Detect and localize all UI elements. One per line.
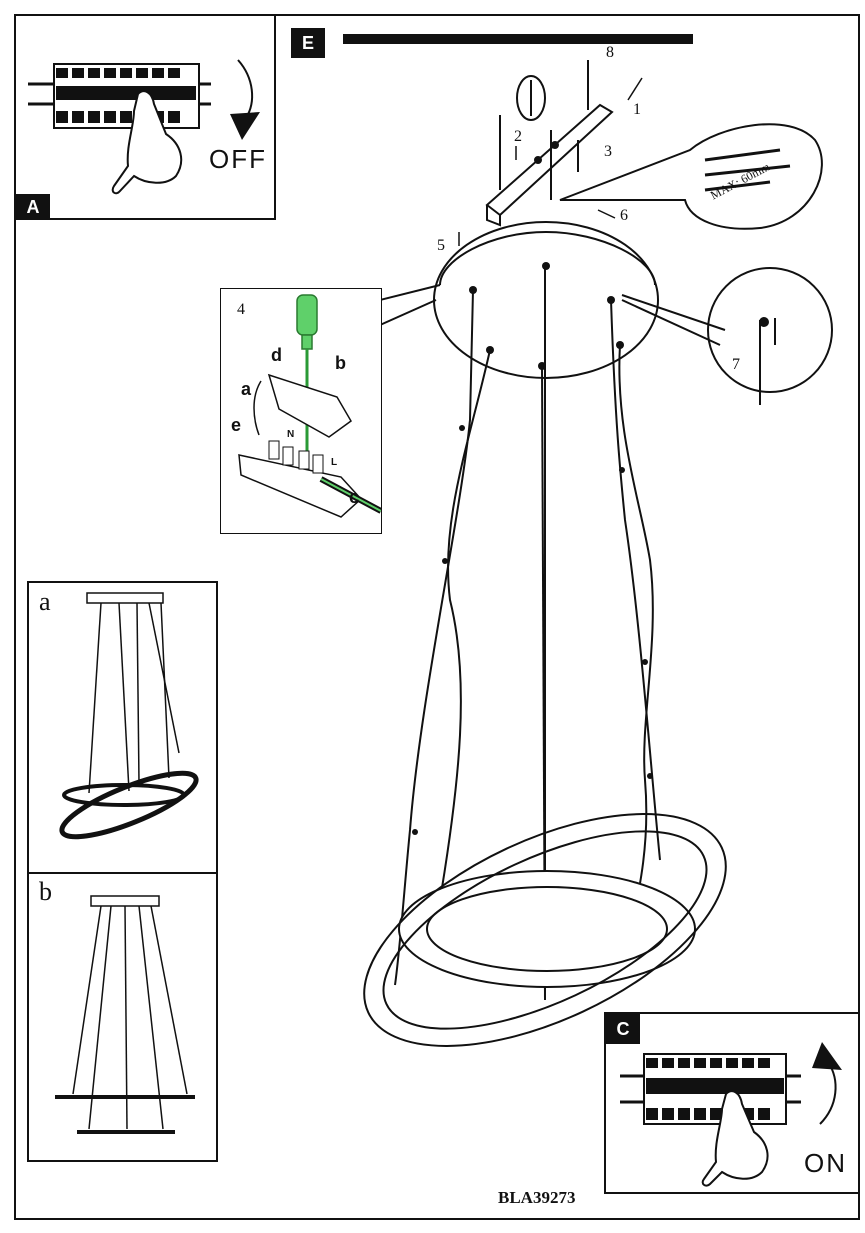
option-a-label: a xyxy=(39,587,51,616)
callout-b: b xyxy=(335,353,346,373)
option-b-label: b xyxy=(39,877,52,906)
on-label: ON xyxy=(804,1148,847,1178)
step-a-switch-off-panel: OFF A xyxy=(14,14,276,220)
wiring-step-4-label: 4 xyxy=(237,301,245,318)
option-divider xyxy=(29,872,216,874)
wire-label-n: N xyxy=(287,429,295,440)
option-b-illustration xyxy=(55,895,195,1134)
callout-a: a xyxy=(241,379,252,399)
step-3-label: 3 xyxy=(604,143,612,160)
callout-e: e xyxy=(231,415,242,435)
step-2-label: 2 xyxy=(514,128,522,145)
document-code: BLA39273 xyxy=(498,1188,576,1207)
step-c-switch-on-panel: C ON xyxy=(604,1012,860,1194)
step-e-badge: E xyxy=(291,28,325,58)
step-7-label: 8 xyxy=(606,44,614,61)
title-bar xyxy=(343,34,693,44)
callout-c: c xyxy=(349,487,360,507)
page-frame xyxy=(14,14,860,1220)
step-1-label: 1 xyxy=(633,101,641,118)
step-c-badge: C xyxy=(606,1014,640,1044)
step-6-label: 6 xyxy=(620,207,628,224)
terminal-block-illustration xyxy=(238,294,383,518)
height-options-panel: a b xyxy=(27,581,218,1162)
circuit-breaker-off-illustration xyxy=(28,59,260,195)
off-label: OFF xyxy=(209,144,267,174)
step-8-label: 7 xyxy=(732,356,740,373)
wiring-detail-panel: 4 d b a e c N L xyxy=(220,288,383,534)
step-5-label: 5 xyxy=(437,237,445,254)
wire-label-l: L xyxy=(331,457,338,468)
option-a-illustration xyxy=(59,592,199,840)
callout-d: d xyxy=(271,345,282,365)
step-a-badge: A xyxy=(16,194,50,220)
circuit-breaker-on-illustration xyxy=(620,1042,842,1187)
